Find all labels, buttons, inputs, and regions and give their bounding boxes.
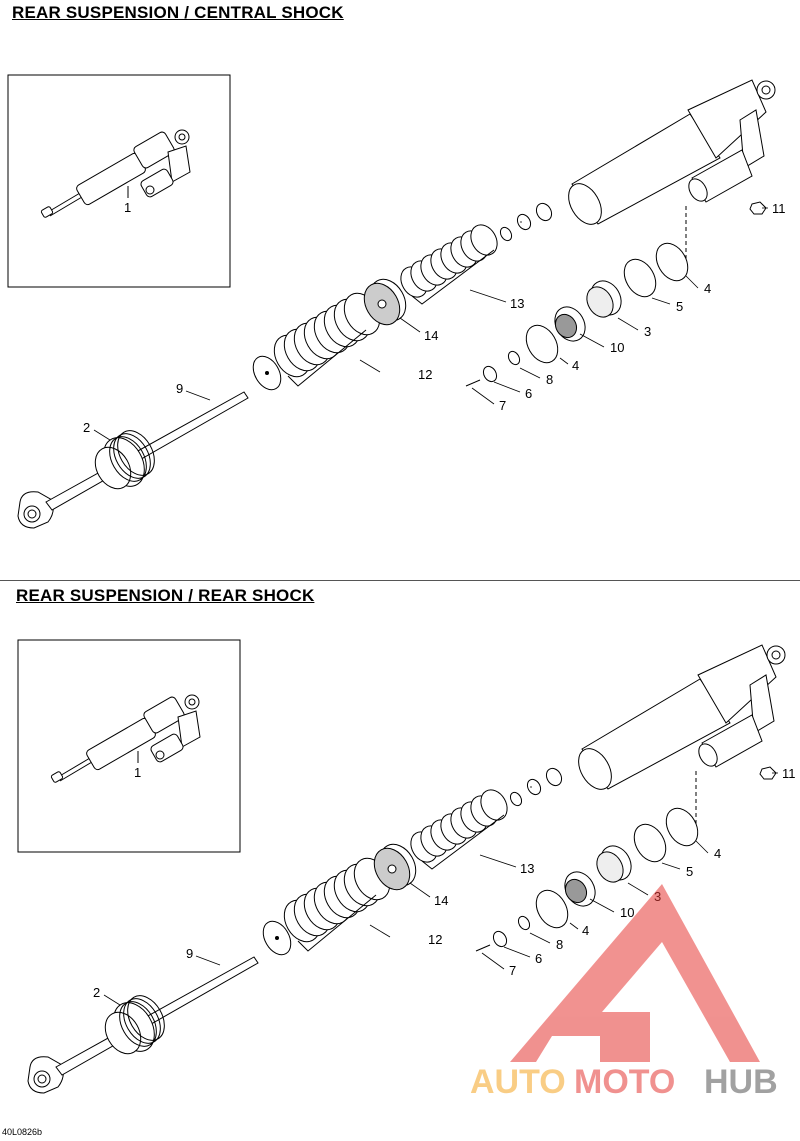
callout-7: 7 [499,398,506,413]
callout-14: 14 [434,893,448,908]
callout-5: 5 [676,299,683,314]
section-title-central-shock: REAR SUSPENSION / CENTRAL SHOCK [12,3,344,22]
callout-2: 2 [83,420,90,435]
callout-8: 8 [556,937,563,952]
central-shock-callouts: 1 2 3 4 4 5 6 7 8 9 10 11 12 13 14 [83,200,786,435]
callout-4b: 4 [704,281,711,296]
callout-6: 6 [525,386,532,401]
callout-2: 2 [93,985,100,1000]
callout-1: 1 [134,765,141,780]
callout-13: 13 [510,296,524,311]
rear-shock-callouts: 1 2 3 4 4 5 6 7 8 9 10 11 12 13 14 [93,765,796,1000]
callout-13: 13 [520,861,534,876]
callout-9: 9 [186,946,193,961]
watermark-auto: AUTO [470,1063,566,1101]
callout-9: 9 [176,381,183,396]
callout-12: 12 [428,932,442,947]
automotohub-watermark: AUTO MOTO HUB [470,884,778,1101]
callout-1: 1 [124,200,131,215]
callout-4b: 4 [714,846,721,861]
callout-10: 10 [610,340,624,355]
callout-11: 11 [782,766,796,781]
rear-shock-diagram: 1 2 3 4 4 5 6 7 8 9 10 11 12 13 14 [17,639,796,1094]
section-title-rear-shock: REAR SUSPENSION / REAR SHOCK [16,586,315,605]
diagram-reference-code: 40L0826b [2,1127,43,1137]
callout-3: 3 [644,324,651,339]
section-divider [0,580,800,581]
callout-8: 8 [546,372,553,387]
callout-10: 10 [620,905,634,920]
watermark-logo-icon [510,884,760,1062]
callout-11: 11 [772,201,786,216]
callout-6: 6 [535,951,542,966]
callout-7: 7 [509,963,516,978]
watermark-moto: MOTO [574,1063,675,1101]
watermark-hub: HUB [704,1063,778,1101]
central-shock-diagram: 1 2 3 4 4 5 6 7 8 9 10 11 12 13 14 [7,74,786,529]
callout-4a: 4 [582,923,589,938]
callout-4a: 4 [572,358,579,373]
callout-5: 5 [686,864,693,879]
callout-12: 12 [418,367,432,382]
callout-14: 14 [424,328,438,343]
